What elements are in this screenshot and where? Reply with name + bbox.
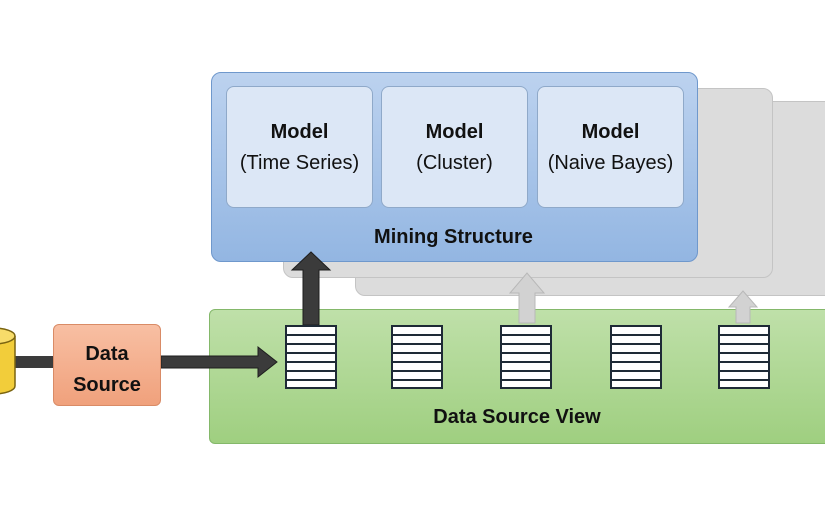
- mining-structure-label: Mining Structure: [374, 226, 533, 248]
- model-title: Model: [581, 121, 640, 143]
- table-icon: [610, 325, 662, 389]
- arrow-up-dark: [290, 251, 332, 326]
- table-icon: [718, 325, 770, 389]
- arrow-up-light-1: [508, 272, 546, 324]
- model-type: (Naive Bayes): [547, 152, 674, 174]
- model-type: (Time Series): [239, 152, 360, 174]
- model-title: Model: [270, 121, 329, 143]
- arrow-up-light-2: [727, 290, 759, 324]
- model-type: (Cluster): [416, 152, 493, 174]
- table-icon: [285, 325, 337, 389]
- arrow-source-to-dsv: [160, 345, 278, 379]
- data-source-line1: Data: [85, 343, 129, 365]
- data-source-box: Data Source: [53, 324, 161, 406]
- database-icon: [0, 327, 16, 395]
- data-source-line2: Source: [73, 374, 141, 396]
- model-time-series: Model (Time Series): [226, 86, 373, 208]
- table-icon: [500, 325, 552, 389]
- model-cluster: Model (Cluster): [381, 86, 528, 208]
- model-title: Model: [425, 121, 484, 143]
- table-icon: [391, 325, 443, 389]
- arrow-db-to-source: [14, 356, 54, 368]
- model-naive-bayes: Model (Naive Bayes): [537, 86, 684, 208]
- data-source-view-label: Data Source View: [433, 406, 601, 428]
